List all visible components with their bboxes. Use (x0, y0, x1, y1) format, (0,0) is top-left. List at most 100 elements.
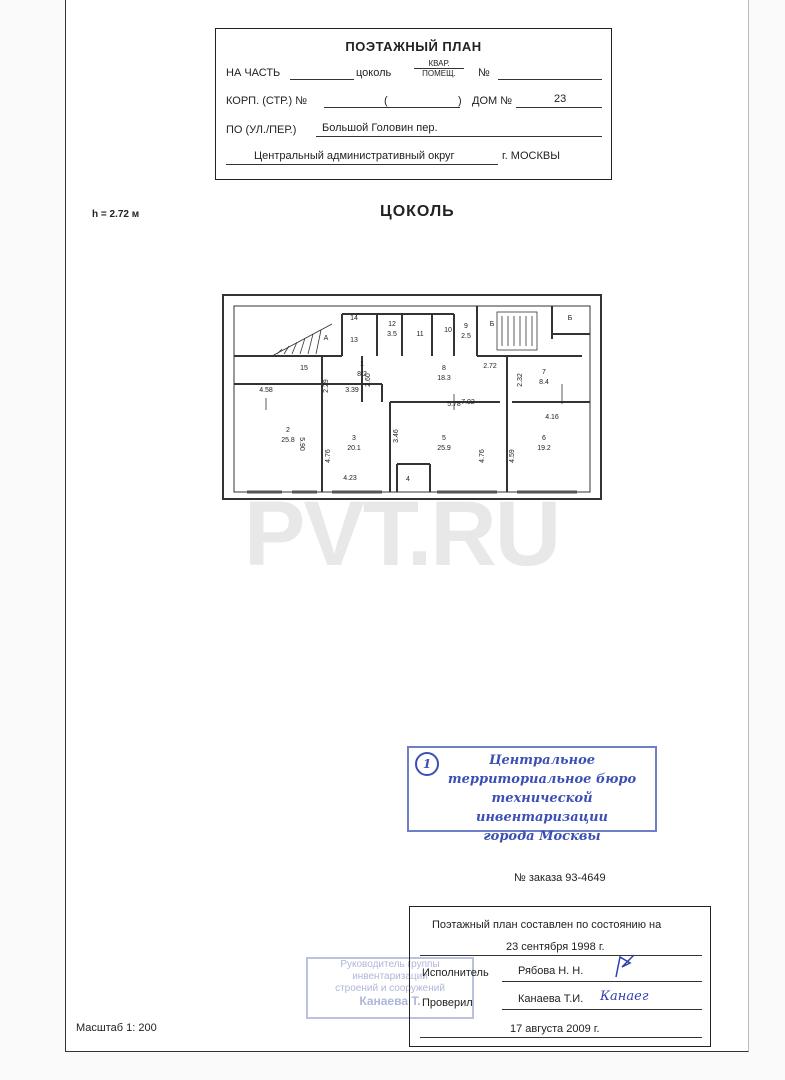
plan-inner-outline (233, 305, 591, 493)
proveril-label: Проверил (422, 997, 473, 1009)
signoff-date-1: 23 сентября 1998 г. (506, 941, 605, 953)
signoff-line (502, 981, 702, 982)
room-no: 2 (286, 427, 290, 434)
watermark: PVT.RU (244, 483, 561, 585)
stamp-line: города Москвы (483, 829, 601, 844)
dimension: 4.58 (259, 387, 273, 394)
street-value: Большой Головин пер. (322, 122, 438, 134)
dom-value: 23 (554, 93, 567, 105)
dimension: 5.78 (447, 401, 461, 408)
plan-outer-wall (222, 294, 602, 500)
room-area: 2.5 (461, 333, 471, 340)
room-no: 13 (350, 337, 358, 344)
room-area: 25.9 (437, 445, 451, 452)
signoff-date-2: 17 августа 2009 г. (510, 1023, 600, 1035)
room-no: 5 (442, 435, 446, 442)
stair-stroke (291, 341, 298, 355)
dimension: 3.46 (393, 429, 400, 443)
stamp-line: Руководитель группы (340, 959, 440, 970)
stair-stroke (315, 329, 322, 355)
room-no: 4 (406, 476, 410, 483)
ispolnitel-label: Исполнитель (422, 967, 489, 979)
room-area: 3.5 (387, 331, 397, 338)
dom-line (516, 107, 602, 108)
room-area: 20.1 (347, 445, 361, 452)
room-area: 8.2 (357, 371, 367, 378)
korp-label: КОРП. (СТР.) № (226, 95, 307, 107)
stair-stroke (307, 333, 314, 355)
room-no: 9 (464, 323, 468, 330)
signoff-line (502, 1009, 702, 1010)
floor-plan: 2 25.8 3 20.1 4 5 25.9 6 19.2 1 8.2 8 18… (222, 294, 602, 500)
okrug-value: Центральный административный округ (254, 150, 455, 162)
stair-label: А (324, 335, 329, 342)
signoff-intro: Поэтажный план составлен по состоянию на (432, 919, 662, 931)
dimension: 4.59 (509, 449, 516, 463)
pomeshch-label: ПОМЕЩ. (422, 69, 456, 78)
room-no: 8 (442, 365, 446, 372)
ceiling-height: h = 2.72 м (92, 209, 140, 220)
room-no: 11 (416, 331, 423, 338)
stamp-number: 1 (415, 752, 439, 776)
document-title: ПОЭТАЖНЫЙ ПЛАН (345, 39, 482, 54)
title-block: ПОЭТАЖНЫЙ ПЛАН НА ЧАСТЬ цоколь КВАР. ПОМ… (215, 28, 612, 180)
okrug-line (226, 164, 498, 165)
stamp-line: Канаева Т. (359, 994, 421, 1008)
room-no: 1 (360, 361, 364, 368)
room-no: 3 (352, 435, 356, 442)
po-label: ПО (УЛ./ПЕР.) (226, 124, 297, 136)
stamp-line: инвентаризации (352, 971, 428, 982)
proveril-name: Канаева Т.И. (518, 993, 584, 1005)
signature-ispolnitel (615, 954, 635, 978)
room-no: 14 (350, 315, 358, 322)
room-area: 19.2 (537, 445, 551, 452)
stamp-line: технической инвентаризации (476, 791, 608, 825)
dimension: 7.02 (461, 399, 475, 406)
stair-stroke (283, 345, 290, 355)
order-number: № заказа 93-4649 (514, 872, 606, 884)
dimension: 2.32 (517, 373, 524, 387)
dimension: 4.76 (479, 449, 486, 463)
stair-stroke (271, 323, 333, 357)
na-chast-label: НА ЧАСТЬ (226, 67, 281, 79)
room-area: 8.4 (539, 379, 549, 386)
stamp-line: территориальное бюро (447, 772, 637, 787)
room-area: 25.8 (281, 437, 295, 444)
dimension: 4.16 (545, 414, 559, 421)
room-no: 10 (444, 327, 452, 334)
dimension: 2.60 (365, 373, 372, 387)
stair-label: Б (490, 321, 495, 328)
stamp-line: Центральное (488, 753, 596, 768)
kvar-label: КВАР. (414, 59, 464, 69)
room-no: 7 (542, 369, 546, 376)
signoff-line (420, 1037, 702, 1038)
paren-open: ( (384, 95, 388, 107)
paren-close: ) (458, 95, 462, 107)
scale-label: Масштаб 1: 200 (76, 1022, 157, 1034)
dimension: 4.23 (343, 475, 357, 482)
dimension: 3.39 (345, 387, 359, 394)
dimension: 4.76 (325, 449, 332, 463)
room-no: 6 (542, 435, 546, 442)
group-stamp: Руководитель группы инвентаризации строе… (306, 957, 474, 1019)
no-label: № (478, 67, 490, 79)
tsokol-value: цоколь (356, 67, 392, 79)
room-area: 18.3 (437, 375, 451, 382)
stair-label: Б (568, 315, 573, 322)
room-no: 15 (300, 365, 308, 372)
korp-line (324, 107, 460, 108)
signoff-block: Поэтажный план составлен по состоянию на… (409, 906, 711, 1047)
room-no: 12 (388, 321, 396, 328)
stamp-line: строений и сооружений (335, 983, 445, 994)
stair-b-core (496, 311, 538, 351)
signoff-line (420, 955, 702, 956)
kvar-pomeshch-fraction: КВАР. ПОМЕЩ. (414, 59, 464, 78)
bti-stamp: 1 Центральное территориальное бюро техни… (407, 746, 657, 844)
floor-title: ЦОКОЛЬ (380, 203, 455, 220)
signature-proveril: Канаег (600, 989, 649, 1004)
dimension: 5.90 (298, 437, 305, 451)
na-chast-line (290, 79, 354, 80)
stair-stroke (276, 348, 283, 355)
city-value: г. МОСКВЫ (502, 150, 560, 162)
dimension: 2.29 (323, 379, 330, 393)
